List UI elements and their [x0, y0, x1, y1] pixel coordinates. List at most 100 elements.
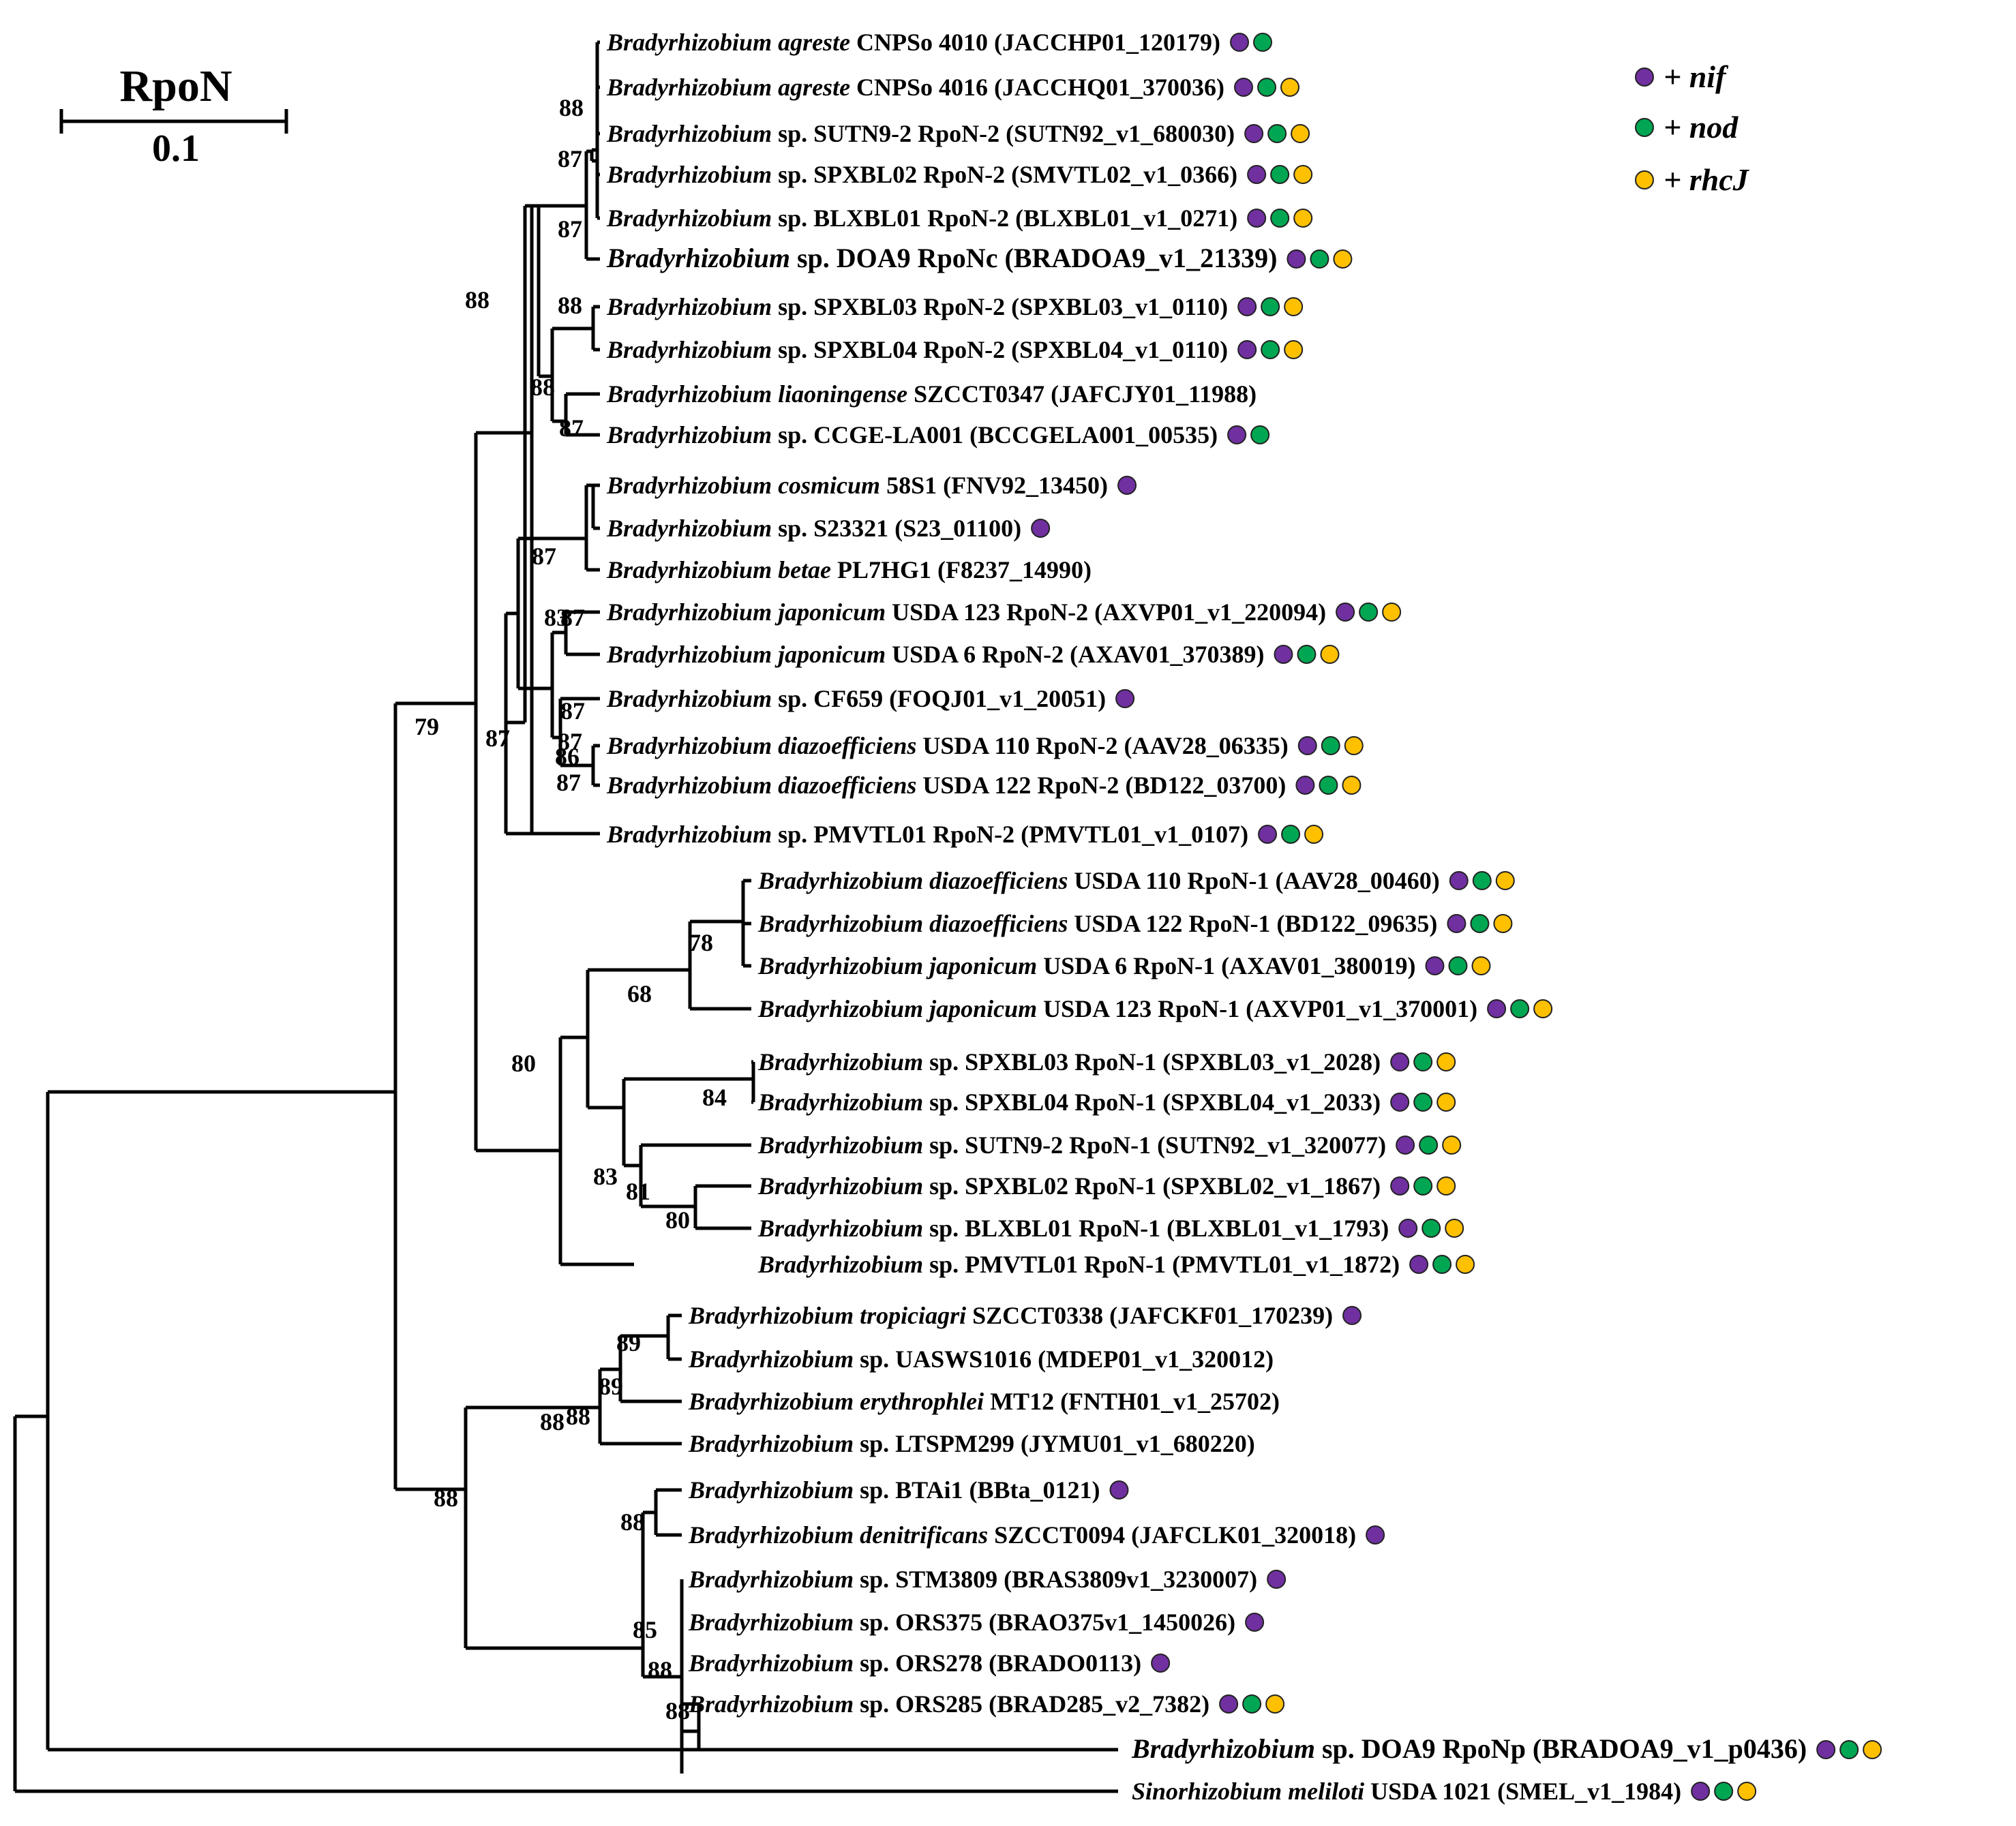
leaf-label: Bradyrhizobium sp. SPXBL04 RpoN-2 (SPXBL…	[606, 336, 1228, 363]
nod-marker-dot	[1297, 645, 1317, 664]
leaf-genus: Bradyrhizobium	[1131, 1733, 1315, 1764]
leaf-label: Bradyrhizobium sp. DOA9 RpoNp (BRADOA9_v…	[1131, 1733, 1807, 1764]
leaf-label: Bradyrhizobium sp. STM3809 (BRAS3809v1_3…	[688, 1566, 1257, 1593]
leaf-genus: Bradyrhizobium	[606, 293, 772, 320]
bootstrap-value: 87	[558, 145, 582, 172]
leaf-label: Bradyrhizobium sp. LTSPM299 (JYMU01_v1_6…	[688, 1430, 1255, 1457]
leaf-label: Bradyrhizobium betae PL7HG1 (F8237_14990…	[606, 556, 1092, 583]
rhcJ-marker-dot	[1442, 1136, 1462, 1155]
rhcJ-marker-dot	[1284, 297, 1304, 316]
leaf-detail: SZCCT0347 (JAFCJY01_11988)	[907, 380, 1257, 408]
bootstrap-value: 88	[558, 292, 582, 319]
leaf-label: Bradyrhizobium sp. SUTN9-2 RpoN-2 (SUTN9…	[606, 120, 1235, 147]
bootstrap-value: 84	[702, 1084, 727, 1111]
leaf-genus: Bradyrhizobium denitrificans	[688, 1521, 988, 1549]
leaf-genus: Bradyrhizobium	[757, 1131, 923, 1159]
leaf-detail: SZCCT0094 (JAFCLK01_320018)	[988, 1521, 1356, 1549]
nif-marker-dot	[1487, 999, 1507, 1018]
legend: + nif + nod + rhcJ	[1635, 59, 1750, 197]
nif-marker-dot	[1409, 1255, 1429, 1274]
nod-marker-dot	[1261, 340, 1280, 359]
leaf-label: Bradyrhizobium agreste CNPSo 4016 (JACCH…	[606, 74, 1224, 101]
nif-marker-dot	[1031, 519, 1051, 538]
leaf-detail: sp. BLXBL01 RpoN-2 (BLXBL01_v1_0271)	[772, 204, 1237, 232]
nod-marker-dot	[1261, 297, 1280, 316]
legend-nif-dot	[1635, 67, 1654, 87]
leaf-genus: Bradyrhizobium agreste	[606, 74, 850, 101]
nif-marker-dot	[1336, 603, 1355, 622]
leaf-detail: sp. CF659 (FOQJ01_v1_20051)	[772, 685, 1106, 712]
nif-marker-dot	[1390, 1052, 1410, 1071]
leaf-detail: 58S1 (FNV92_13450)	[880, 472, 1108, 499]
nif-marker-dot	[1151, 1654, 1171, 1673]
bootstrap-value: 87	[560, 697, 585, 725]
bootstrap-value: 78	[689, 929, 713, 956]
leaf-genus: Bradyrhizobium erythrophlei	[688, 1388, 984, 1415]
leaf-label: Bradyrhizobium sp. S23321 (S23_01100)	[606, 515, 1021, 542]
leaf-detail: sp. SUTN9-2 RpoN-1 (SUTN92_v1_320077)	[923, 1131, 1386, 1159]
nif-marker-dot	[1247, 165, 1267, 184]
nif-marker-dot	[1390, 1176, 1410, 1196]
nif-marker-dot	[1398, 1219, 1418, 1238]
leaf-detail: sp. CCGE-LA001 (BCCGELA001_00535)	[772, 421, 1218, 448]
leaf-genus: Bradyrhizobium	[606, 336, 772, 363]
rhcJ-marker-dot	[1445, 1219, 1464, 1238]
rhcJ-marker-dot	[1284, 340, 1304, 359]
leaf-label: Bradyrhizobium sp. BTAi1 (BBta_0121)	[688, 1476, 1100, 1504]
nod-marker-dot	[1242, 1694, 1262, 1714]
leaf-genus: Bradyrhizobium	[688, 1566, 854, 1593]
nod-marker-dot	[1448, 956, 1468, 975]
legend-rhcj-label: + rhcJ	[1664, 162, 1750, 197]
leaf-genus: Bradyrhizobium	[606, 120, 772, 147]
leaf-label: Bradyrhizobium japonicum USDA 123 RpoN-1…	[757, 995, 1477, 1022]
nod-marker-dot	[1270, 209, 1290, 228]
nod-marker-dot	[1250, 425, 1270, 444]
leaf-label: Bradyrhizobium sp. PMVTL01 RpoN-2 (PMVTL…	[606, 821, 1248, 848]
bootstrap-value: 85	[633, 1616, 657, 1643]
leaf-label: Bradyrhizobium tropiciagri SZCCT0338 (JA…	[688, 1302, 1333, 1329]
leaf-detail: sp. SPXBL03 RpoN-1 (SPXBL03_v1_2028)	[923, 1048, 1381, 1076]
scale-bar: RpoN 0.1	[59, 61, 288, 170]
nif-marker-dot	[1295, 776, 1315, 795]
bootstrap-value: 88	[566, 1403, 590, 1430]
nif-marker-dot	[1245, 1613, 1265, 1632]
nod-marker-dot	[1319, 776, 1338, 795]
nif-marker-dot	[1396, 1136, 1415, 1155]
nod-marker-dot	[1470, 914, 1490, 933]
tree-branches	[13, 40, 1118, 1793]
bootstrap-value: 87	[558, 215, 582, 243]
bootstrap-value: 81	[626, 1178, 650, 1205]
leaf-label: Bradyrhizobium sp. SPXBL03 RpoN-1 (SPXBL…	[757, 1048, 1381, 1076]
leaf-detail: USDA 110 RpoN-2 (AAV28_06335)	[916, 732, 1288, 759]
leaf-genus: Bradyrhizobium	[688, 1430, 854, 1457]
bootstrap-value: 79	[415, 713, 439, 740]
rhcJ-marker-dot	[1737, 1782, 1757, 1801]
leaf-genus: Bradyrhizobium japonicum	[606, 598, 886, 626]
leaf-label: Bradyrhizobium japonicum USDA 6 RpoN-2 (…	[606, 641, 1264, 668]
leaf-detail: SZCCT0338 (JAFCKF01_170239)	[966, 1302, 1333, 1329]
leaf-detail: sp. SUTN9-2 RpoN-2 (SUTN92_v1_680030)	[772, 120, 1235, 147]
leaf-detail: sp. UASWS1016 (MDEP01_v1_320012)	[854, 1345, 1274, 1373]
leaf-detail: CNPSo 4016 (JACCHQ01_370036)	[850, 74, 1224, 101]
leaf-detail: CNPSo 4010 (JACCHP01_120179)	[850, 29, 1220, 56]
leaf-detail: USDA 1021 (SMEL_v1_1984)	[1364, 1778, 1681, 1805]
leaf-detail: USDA 6 RpoN-2 (AXAV01_370389)	[886, 641, 1264, 668]
leaf-detail: sp. SPXBL02 RpoN-1 (SPXBL02_v1_1867)	[923, 1172, 1381, 1200]
leaf-genus: Bradyrhizobium	[757, 1048, 923, 1076]
nif-marker-dot	[1267, 1570, 1287, 1589]
bootstrap-value: 88	[620, 1508, 645, 1536]
legend-nod-label: + nod	[1664, 110, 1739, 144]
leaf-detail: sp. BLXBL01 RpoN-1 (BLXBL01_v1_1793)	[923, 1215, 1389, 1242]
rhcJ-marker-dot	[1304, 825, 1324, 844]
nod-marker-dot	[1413, 1052, 1433, 1071]
nod-marker-dot	[1257, 78, 1277, 97]
leaf-label: Bradyrhizobium sp. CCGE-LA001 (BCCGELA00…	[606, 421, 1218, 448]
leaf-detail: sp. ORS375 (BRAO375v1_1450026)	[854, 1609, 1235, 1636]
leaf-label: Bradyrhizobium diazoefficiens USDA 122 R…	[606, 772, 1286, 799]
nif-marker-dot	[1237, 297, 1257, 316]
leaf-detail: sp. PMVTL01 RpoN-2 (PMVTL01_v1_0107)	[772, 821, 1248, 848]
nod-marker-dot	[1281, 825, 1301, 844]
leaf-labels: Bradyrhizobium agreste CNPSo 4010 (JACCH…	[606, 29, 1882, 1805]
bootstrap-value: 87	[558, 728, 582, 755]
